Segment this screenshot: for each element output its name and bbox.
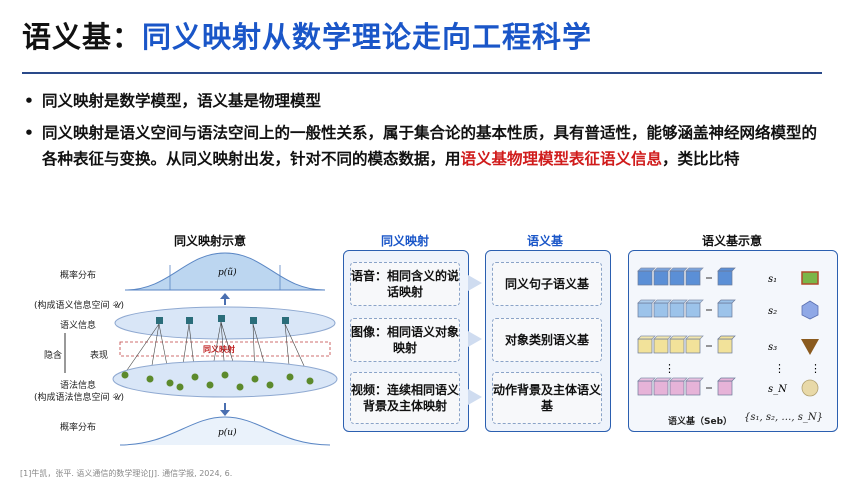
cube-block	[654, 268, 671, 285]
s-label: s₂	[768, 306, 777, 317]
label-syntax-space: (构成语法信息空间 𝒰)	[34, 390, 124, 403]
cone-shape-icon	[801, 339, 819, 355]
vdots: ⋮	[664, 362, 675, 375]
semantic-node	[218, 315, 225, 322]
semantic-space-ellipse	[115, 307, 335, 339]
middle-right-title: 语义基	[485, 232, 605, 249]
label-semantic-info: 语义信息	[60, 318, 96, 331]
bullet-item: • 同义映射是数学模型，语义基是物理模型	[24, 88, 824, 114]
right-panel-title: 语义基示意	[672, 232, 792, 249]
semantic-node	[156, 317, 163, 324]
cube-block	[670, 378, 687, 395]
cube-block	[670, 268, 687, 285]
cube-block	[654, 336, 671, 353]
up-arrow-head-icon	[220, 293, 230, 299]
formula-bottom: p(u)	[218, 427, 237, 438]
s-label: s₃	[768, 342, 777, 353]
label-prob-bottom: 概率分布	[60, 420, 96, 433]
title-divider	[22, 72, 822, 74]
label-hidden: 隐含	[44, 348, 62, 361]
label-prob-top: 概率分布	[60, 268, 96, 281]
cube-block	[686, 268, 703, 285]
formula-top: p(ũ)	[218, 267, 237, 278]
right-arrow-icon	[468, 275, 482, 291]
cube-block	[718, 336, 735, 353]
base-item-sentence: 同义句子语义基	[492, 262, 602, 306]
title-sub: 同义映射从数学理论走向工程科学	[142, 14, 592, 56]
seb-set-label: {s₁, s₂, …, s_N}	[744, 412, 823, 423]
right-arrow-icon	[468, 331, 482, 347]
cube-block	[686, 300, 703, 317]
vdots: ⋮	[810, 362, 821, 375]
bullet-text-1: 同义映射是数学模型，语义基是物理模型	[42, 88, 321, 114]
cube-block	[718, 300, 735, 317]
semantic-node	[186, 317, 193, 324]
mapping-item-video: 视频：连续相同语义背景及主体映射	[350, 372, 460, 424]
base-item-object: 对象类别语义基	[492, 318, 602, 362]
cube-block	[638, 336, 655, 353]
bullet-text-2: 同义映射是语义空间与语法空间上的一般性关系，属于集合论的基本性质，具有普适性，能…	[42, 120, 824, 172]
cube-block	[718, 268, 735, 285]
bullet-item: • 同义映射是语义空间与语法空间上的一般性关系，属于集合论的基本性质，具有普适性…	[24, 120, 824, 172]
cube-block	[654, 378, 671, 395]
bullet-list: • 同义映射是数学模型，语义基是物理模型 • 同义映射是语义空间与语法空间上的一…	[24, 88, 824, 178]
cube-block	[686, 336, 703, 353]
mapping-item-speech: 语音：相同含义的说话映射	[350, 262, 460, 306]
cube-block	[686, 378, 703, 395]
cube-block	[670, 336, 687, 353]
s-label: s₁	[768, 274, 777, 285]
cube-block	[670, 300, 687, 317]
cube-block	[638, 300, 655, 317]
seb-caption: 语义基（Seb）	[668, 414, 732, 427]
down-arrow-head-icon	[220, 410, 230, 416]
bullet-dot-icon: •	[24, 120, 42, 172]
label-express: 表现	[90, 348, 108, 361]
label-semantic-space: (构成语义信息空间 𝒰)	[34, 298, 124, 311]
title-main: 语义基：	[22, 14, 142, 56]
s-label: s_N	[768, 384, 788, 395]
cube-block	[718, 378, 735, 395]
base-item-action: 动作背景及主体语义基	[492, 372, 602, 424]
slide-title: 语义基： 同义映射从数学理论走向工程科学	[22, 14, 592, 58]
cube-block	[654, 300, 671, 317]
cube-block	[638, 268, 655, 285]
sphere-shape-icon	[802, 380, 818, 396]
semantic-base-rows: s₁ s₂ s₃ s_N ⋮ ⋮ ⋮	[628, 250, 838, 432]
bullet-text-2-part2: ，类比比特	[662, 150, 740, 168]
mapping-item-image: 图像：相同语义对象映射	[350, 318, 460, 362]
polyhedron-shape-icon	[802, 301, 818, 319]
footnote: [1]牛凯，张平. 语义通信的数学理论[J]. 通信学报, 2024, 6.	[20, 468, 232, 479]
middle-left-title: 同义映射	[345, 232, 465, 249]
semantic-node	[282, 317, 289, 324]
bullet-dot-icon: •	[24, 88, 42, 114]
bullet-text-2-highlight: 语义基物理模型表征语义信息	[461, 150, 663, 168]
box-shape-icon	[802, 272, 818, 284]
cube-block	[638, 378, 655, 395]
vdots: ⋮	[774, 362, 785, 375]
semantic-node	[250, 317, 257, 324]
right-arrow-icon	[468, 389, 482, 405]
